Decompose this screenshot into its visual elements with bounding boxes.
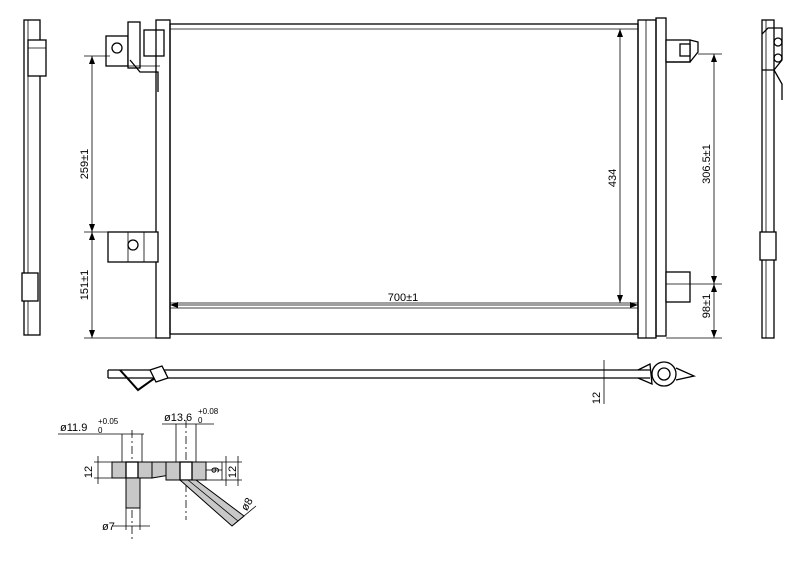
bore1-label: ø11.9 bbox=[60, 422, 87, 434]
core-dimensions: 700±1 434 bbox=[170, 29, 638, 308]
right-brackets bbox=[665, 39, 699, 303]
bore2-tol-upper: +0.08 bbox=[198, 407, 219, 416]
pipe2-label: ø8 bbox=[239, 496, 256, 513]
top-left-bracket bbox=[105, 21, 165, 92]
dim-12-thickness: 12 bbox=[591, 392, 603, 404]
dim-434: 434 bbox=[607, 169, 619, 187]
left-side-view bbox=[21, 19, 47, 336]
left-dimensions: 259±1 151±1 bbox=[79, 55, 156, 339]
detail-view: ø11.9 +0.05 0 ø13.6 +0.08 0 12 9 bbox=[58, 407, 257, 540]
height3-label: 12 bbox=[227, 466, 239, 478]
mid-left-bracket bbox=[107, 231, 159, 263]
bore2-tol-lower: 0 bbox=[198, 416, 203, 425]
bore1-tol-upper: +0.05 bbox=[98, 417, 119, 426]
dim-259: 259±1 bbox=[79, 149, 91, 180]
height1-label: 12 bbox=[83, 466, 95, 478]
pipe1-label: ø7 bbox=[102, 521, 115, 533]
right-side-view bbox=[759, 19, 783, 339]
bore1-tol-lower: 0 bbox=[98, 426, 103, 435]
bottom-view: 12 bbox=[107, 360, 697, 404]
height2-label: 9 bbox=[210, 467, 222, 473]
condenser-core bbox=[155, 17, 667, 339]
bore2-label: ø13.6 bbox=[164, 412, 192, 424]
dim-151: 151±1 bbox=[79, 270, 91, 301]
right-dimensions: 306.5±1 98±1 bbox=[666, 53, 722, 339]
dim-700: 700±1 bbox=[388, 292, 419, 304]
dim-306-5: 306.5±1 bbox=[701, 144, 713, 184]
dim-98: 98±1 bbox=[701, 294, 713, 318]
